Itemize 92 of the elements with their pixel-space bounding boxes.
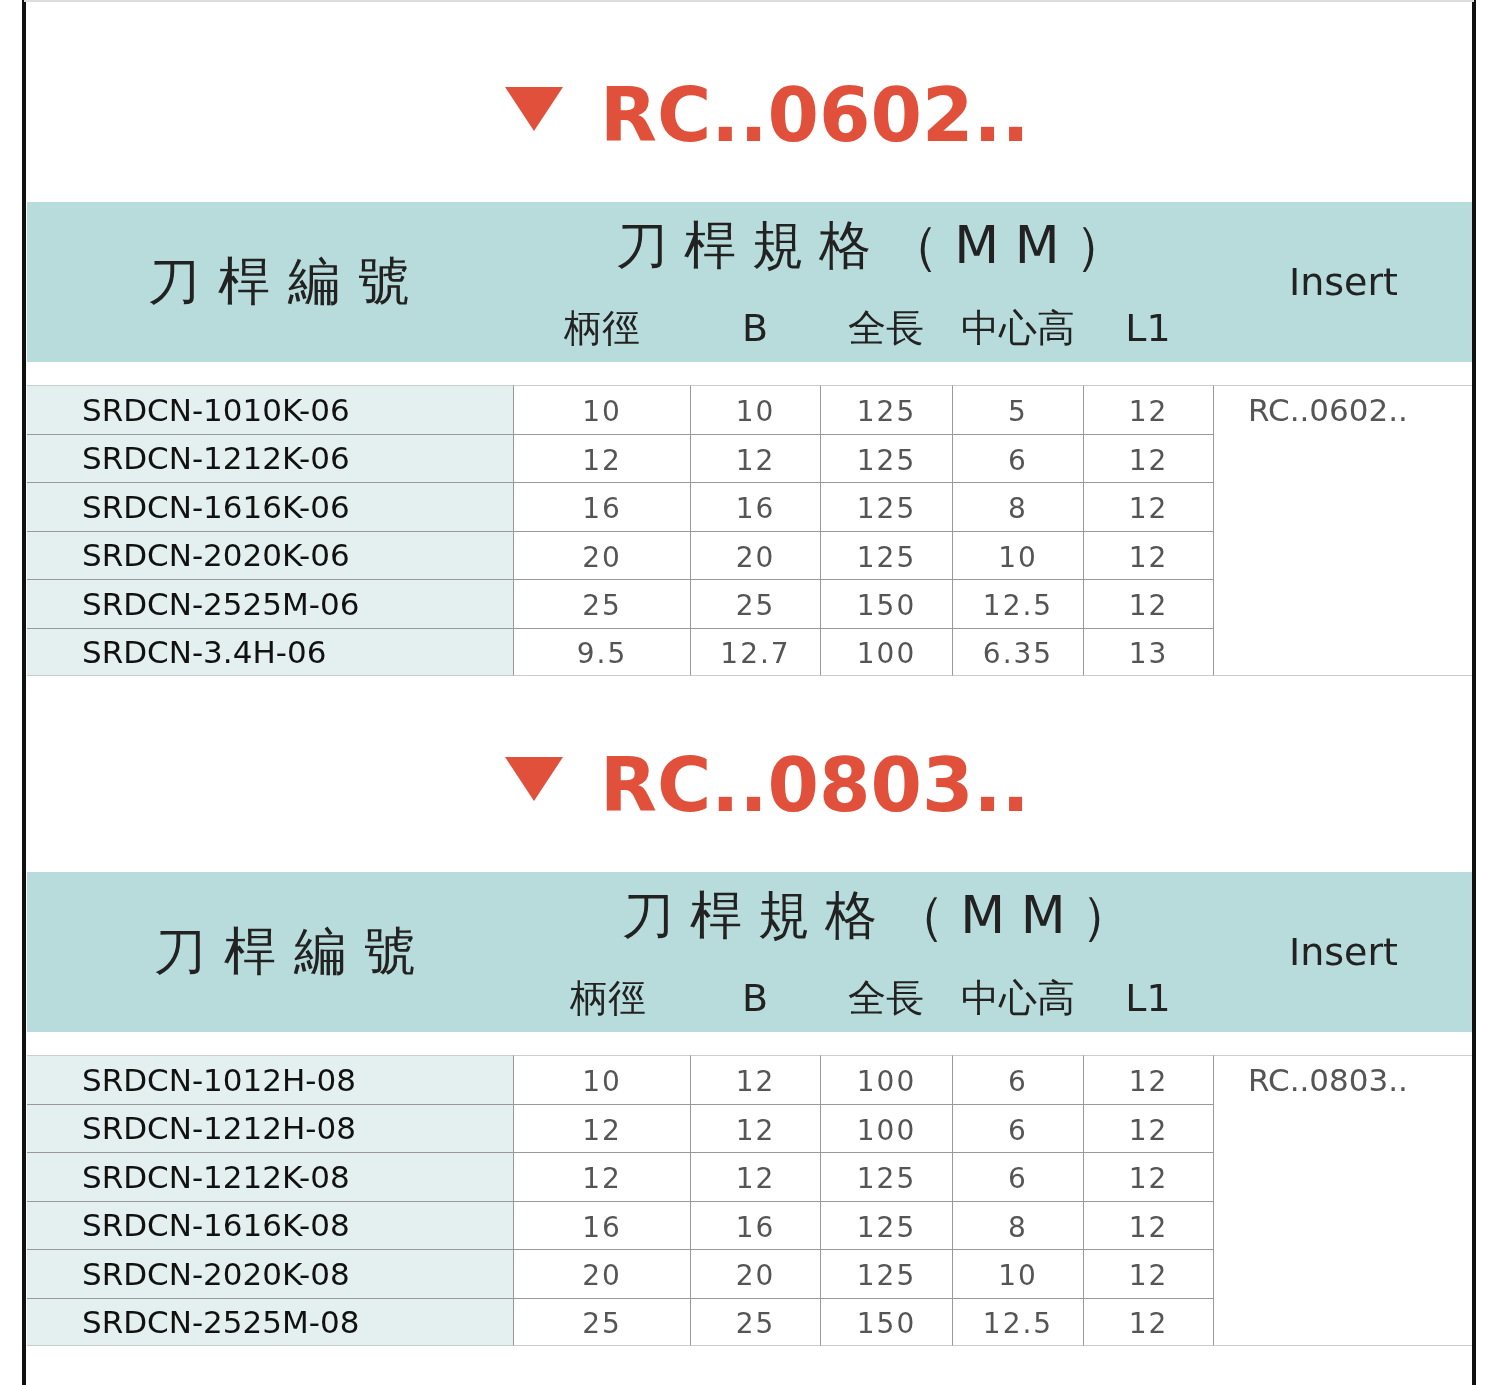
table-cell: 12 xyxy=(1083,1249,1213,1298)
table-cell: 8 xyxy=(952,482,1083,531)
table-cell: 12 xyxy=(1083,433,1213,482)
table-cell: 5 xyxy=(952,385,1083,434)
table-cell: 12 xyxy=(690,1152,820,1201)
table-cell: 16 xyxy=(513,482,690,531)
section-heading: RC..0602.. xyxy=(600,71,1020,160)
table-cell: 6 xyxy=(952,1055,1083,1104)
row-label-cell: SRDCN-1212K-08 xyxy=(27,1152,513,1201)
table-cell: 12 xyxy=(1083,1200,1213,1249)
column-header: 中心高 xyxy=(959,974,1076,1022)
table-cell: 6 xyxy=(952,1152,1083,1201)
table-cell: RC..0803.. xyxy=(1213,1055,1472,1346)
table-cell: 20 xyxy=(690,530,820,579)
table-cell: 10 xyxy=(513,1055,690,1104)
row-label-cell: SRDCN-2020K-06 xyxy=(27,530,513,579)
column-header: 刀桿編號 xyxy=(152,920,436,983)
row-label-cell: SRDCN-2020K-08 xyxy=(27,1249,513,1298)
table-cell: 12 xyxy=(513,1152,690,1201)
table-cell: 12.5 xyxy=(952,1297,1083,1346)
table-cell: 100 xyxy=(820,627,952,676)
column-header: Insert xyxy=(1288,259,1399,306)
table-cell: 20 xyxy=(690,1249,820,1298)
table-cell: 10 xyxy=(690,385,820,434)
table-cell: 150 xyxy=(820,1297,952,1346)
column-header: L1 xyxy=(1124,975,1172,1022)
table-cell: 10 xyxy=(513,385,690,434)
table-cell: 25 xyxy=(690,579,820,628)
table-cell: 9.5 xyxy=(513,627,690,676)
table-cell: 12 xyxy=(1083,1055,1213,1104)
row-label-cell: SRDCN-1616K-08 xyxy=(27,1200,513,1249)
table-cell: 8 xyxy=(952,1200,1083,1249)
table-cell: 125 xyxy=(820,1249,952,1298)
table-cell: 125 xyxy=(820,433,952,482)
row-label-cell: SRDCN-1010K-06 xyxy=(27,385,513,434)
table-cell: 10 xyxy=(952,530,1083,579)
table-cell: 12 xyxy=(513,433,690,482)
table-cell: 6 xyxy=(952,433,1083,482)
table-cell: 12 xyxy=(513,1103,690,1152)
table-cell: 25 xyxy=(513,579,690,628)
table-cell: 12 xyxy=(1083,579,1213,628)
table-cell: 12 xyxy=(690,1055,820,1104)
row-label-cell: SRDCN-1212H-08 xyxy=(27,1103,513,1152)
table-cell: 16 xyxy=(513,1200,690,1249)
table-cell: 25 xyxy=(513,1297,690,1346)
table-cell: 125 xyxy=(820,1152,952,1201)
column-header: 全長 xyxy=(847,974,925,1022)
row-label-cell: SRDCN-2525M-08 xyxy=(27,1297,513,1346)
row-label-cell: SRDCN-1012H-08 xyxy=(27,1055,513,1104)
table-cell: 6 xyxy=(952,1103,1083,1152)
table-cell: 125 xyxy=(820,530,952,579)
table-cell: 12 xyxy=(1083,385,1213,434)
table-cell: 125 xyxy=(820,482,952,531)
table-cell: 6.35 xyxy=(952,627,1083,676)
column-header: L1 xyxy=(1124,305,1172,352)
table-cell: 25 xyxy=(690,1297,820,1346)
column-header: 刀桿規格（MM） xyxy=(615,214,1144,277)
column-header: Insert xyxy=(1288,929,1399,976)
table-cell: 12.7 xyxy=(690,627,820,676)
column-header: 刀桿規格（MM） xyxy=(621,884,1150,947)
table-cell: 150 xyxy=(820,579,952,628)
section-heading: RC..0803.. xyxy=(600,741,1020,830)
column-header: 刀桿編號 xyxy=(146,250,430,313)
table-cell: 20 xyxy=(513,530,690,579)
table-cell: 125 xyxy=(820,1200,952,1249)
table-cell: 100 xyxy=(820,1103,952,1152)
table-cell: 12 xyxy=(690,433,820,482)
table-cell: 20 xyxy=(513,1249,690,1298)
table-cell: 12 xyxy=(1083,1103,1213,1152)
column-header: 全長 xyxy=(847,304,925,352)
table-cell: 100 xyxy=(820,1055,952,1104)
table-cell: RC..0602.. xyxy=(1213,385,1472,676)
table-cell: 12.5 xyxy=(952,579,1083,628)
row-label-cell: SRDCN-2525M-06 xyxy=(27,579,513,628)
table-cell: 12 xyxy=(1083,1297,1213,1346)
table-cell: 16 xyxy=(690,1200,820,1249)
column-header: 柄徑 xyxy=(568,974,647,1022)
table-cell: 12 xyxy=(1083,1152,1213,1201)
table-cell: 12 xyxy=(690,1103,820,1152)
column-header: 中心高 xyxy=(959,304,1076,352)
table-cell: 125 xyxy=(820,385,952,434)
row-label-cell: SRDCN-1616K-06 xyxy=(27,482,513,531)
row-label-cell: SRDCN-1212K-06 xyxy=(27,433,513,482)
table-cell: 13 xyxy=(1083,627,1213,676)
column-header: B xyxy=(740,975,770,1022)
table-cell: 12 xyxy=(1083,530,1213,579)
row-label-cell: SRDCN-3.4H-06 xyxy=(27,627,513,676)
column-header: B xyxy=(740,305,770,352)
table-cell: 16 xyxy=(690,482,820,531)
table-cell: 12 xyxy=(1083,482,1213,531)
table-cell: 10 xyxy=(952,1249,1083,1298)
column-header: 柄徑 xyxy=(562,304,641,352)
